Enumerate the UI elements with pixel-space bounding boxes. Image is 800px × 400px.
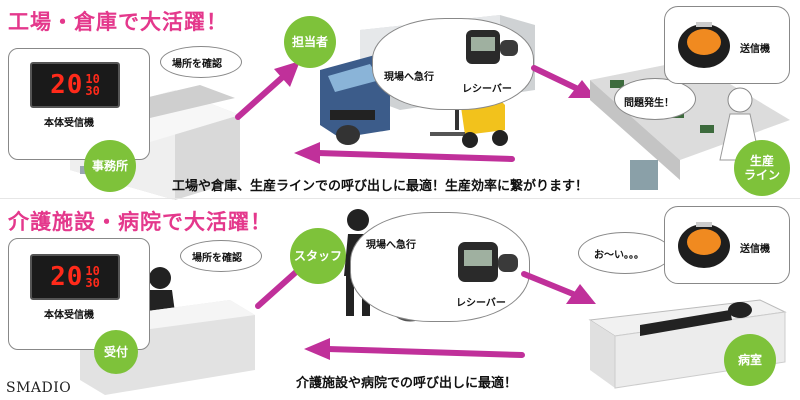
- call-out-bubble: [578, 232, 672, 274]
- brand-logo: SMADIO: [6, 380, 72, 396]
- arrow-right-icon: [531, 65, 596, 98]
- led-main-number: 20: [50, 262, 84, 292]
- receiver-text: レシーバー: [456, 298, 506, 309]
- staff-badge: 担当者: [284, 16, 336, 68]
- led-main-number: 20: [50, 70, 84, 100]
- staff-speech-bubble: [372, 18, 534, 110]
- top-caption: 工場や倉庫、生産ラインでの呼び出しに最適！生産効率に繋がります！: [172, 179, 589, 194]
- receiver-unit-label: 本体受信機: [44, 118, 94, 129]
- arrow-right-icon: [235, 61, 300, 120]
- arrow-right-icon: [521, 271, 596, 304]
- location-check-bubble: [180, 240, 262, 272]
- top-title: 工場・倉庫で大活躍！: [8, 10, 228, 34]
- production-line-badge: 生産 ライン: [734, 140, 790, 196]
- receiver-text: レシーバー: [462, 84, 512, 95]
- led-top-number: 10: [85, 264, 100, 278]
- receiver-unit-label: 本体受信機: [44, 310, 94, 321]
- problem-text: 問題発生！: [624, 98, 674, 109]
- led-bottom-number: 30: [85, 276, 100, 290]
- arrow-left-icon: [304, 338, 525, 360]
- transmitter-button-icon: [678, 22, 730, 68]
- bottom-caption: 介護施設や病院での呼び出しに最適！: [296, 376, 518, 391]
- hospital-bed-illustration: [588, 299, 787, 389]
- location-check-text: 場所を確認: [172, 59, 222, 70]
- led-top-number: 10: [85, 72, 100, 86]
- transmitter-button-icon: [678, 222, 730, 268]
- location-check-text: 場所を確認: [192, 253, 242, 264]
- led-bottom-number: 30: [85, 84, 100, 98]
- section-divider: [0, 198, 800, 199]
- room-badge: 病室: [724, 334, 776, 386]
- led-display-receiver: 20 10 30: [30, 62, 120, 108]
- wrist-receiver-icon: [458, 242, 518, 282]
- arrow-left-icon: [294, 142, 515, 164]
- staff-badge: スタッフ: [290, 228, 346, 284]
- problem-bubble: [614, 78, 696, 120]
- transmitter-text: 送信機: [740, 244, 770, 255]
- reception-badge: 受付: [94, 330, 138, 374]
- go-to-site-text: 現場へ急行: [384, 72, 434, 83]
- go-to-site-text: 現場へ急行: [366, 240, 416, 251]
- call-out-text: お～い。。。: [594, 250, 644, 261]
- wrist-receiver-icon: [466, 30, 518, 64]
- location-check-bubble: [160, 46, 242, 78]
- transmitter-text: 送信機: [740, 44, 770, 55]
- bottom-title: 介護施設・病院で大活躍！: [8, 210, 272, 234]
- led-display-receiver: 20 10 30: [30, 254, 120, 300]
- office-badge: 事務所: [84, 140, 136, 192]
